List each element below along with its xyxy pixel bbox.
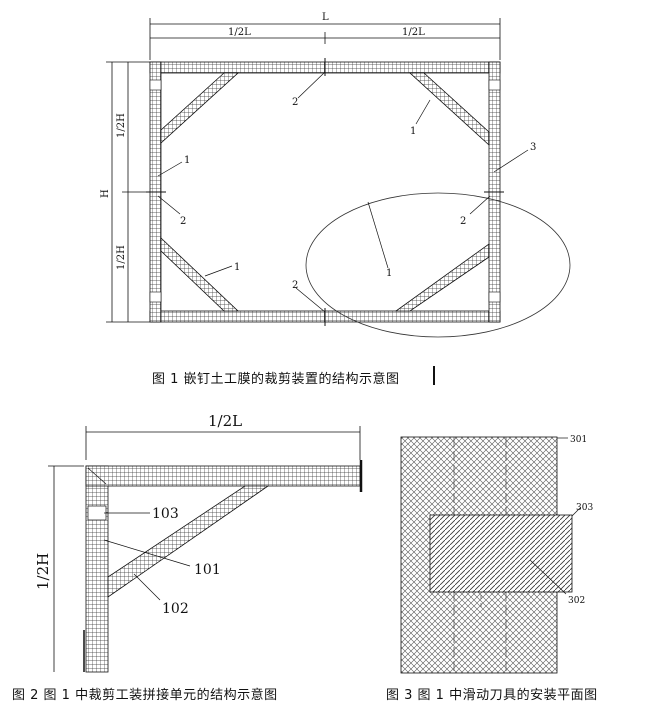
- fig1-brace-bottom-left: [160, 237, 240, 312]
- fig1-brace-top-right: [408, 72, 490, 146]
- fig2-dimensions: [48, 426, 361, 672]
- fig1-label-top-right-1: 1: [410, 126, 416, 137]
- fig1-dim-L: L: [322, 12, 329, 23]
- fig2-label-101: 101: [194, 562, 221, 578]
- fig1-brace-bottom-right: [394, 243, 490, 312]
- fig3-cutter-block: [429, 514, 573, 593]
- fig1-brace-top-left: [160, 72, 240, 144]
- figure-2: 1/2L 1/2H 103 101 102: [34, 412, 363, 673]
- fig3-leaders: [529, 437, 581, 595]
- fig1-leaders: [157, 71, 529, 313]
- fig1-label-left-1: 1: [184, 155, 190, 166]
- text-cursor: [433, 366, 435, 385]
- fig2-vertical-bar: [85, 465, 109, 673]
- fig1-label-bottom-2: 2: [292, 280, 298, 291]
- fig1-dim-half-H-top: 1/2H: [116, 113, 127, 138]
- fig1-label-bottom-left-1: 1: [234, 262, 240, 273]
- fig2-dim-half-L: 1/2L: [208, 412, 242, 430]
- fig1-label-right-2: 2: [460, 216, 466, 227]
- figure-1-caption: 图 1 嵌钉土工膜的裁剪装置的结构示意图: [152, 372, 400, 387]
- fig3-label-302: 302: [568, 596, 585, 606]
- figure-1: L 1/2L 1/2L H 1/2H 1/2H: [100, 12, 571, 338]
- fig1-dim-H: H: [100, 189, 111, 198]
- figure-3: 301 303 302: [400, 435, 593, 674]
- fig1-joints: [146, 58, 504, 326]
- fig2-splice-block: [87, 505, 107, 521]
- fig1-splice-blocks: [149, 79, 501, 303]
- fig2-label-103: 103: [152, 506, 179, 522]
- fig1-dim-half-H-bottom: 1/2H: [116, 245, 127, 270]
- fig1-ellipse: [305, 192, 571, 338]
- fig1-label-right-3: 3: [530, 142, 536, 153]
- figure-2-caption: 图 2 图 1 中裁剪工装拼接单元的结构示意图: [12, 688, 278, 703]
- fig2-frame: [85, 465, 361, 673]
- fig1-braces: [160, 72, 490, 312]
- figure-3-caption: 图 3 图 1 中滑动刀具的安装平面图: [386, 688, 598, 703]
- fig3-label-303: 303: [576, 503, 593, 513]
- fig1-label-left-2: 2: [180, 216, 186, 227]
- fig3-label-301: 301: [570, 435, 587, 445]
- fig1-dim-half-L-right: 1/2L: [402, 27, 425, 38]
- fig2-label-102: 102: [162, 601, 189, 617]
- fig2-horizontal-bar: [85, 465, 361, 487]
- fig1-label-ellipse-1: 1: [386, 268, 392, 279]
- fig2-dim-half-H: 1/2H: [34, 553, 52, 590]
- fig2-leaders: [103, 512, 191, 601]
- fig1-dim-half-L-left: 1/2L: [228, 27, 251, 38]
- fig2-brace: [107, 485, 270, 598]
- fig2-corner-line: [87, 467, 107, 485]
- fig1-label-top-2: 2: [292, 97, 298, 108]
- fig1-dimensions: [106, 18, 501, 323]
